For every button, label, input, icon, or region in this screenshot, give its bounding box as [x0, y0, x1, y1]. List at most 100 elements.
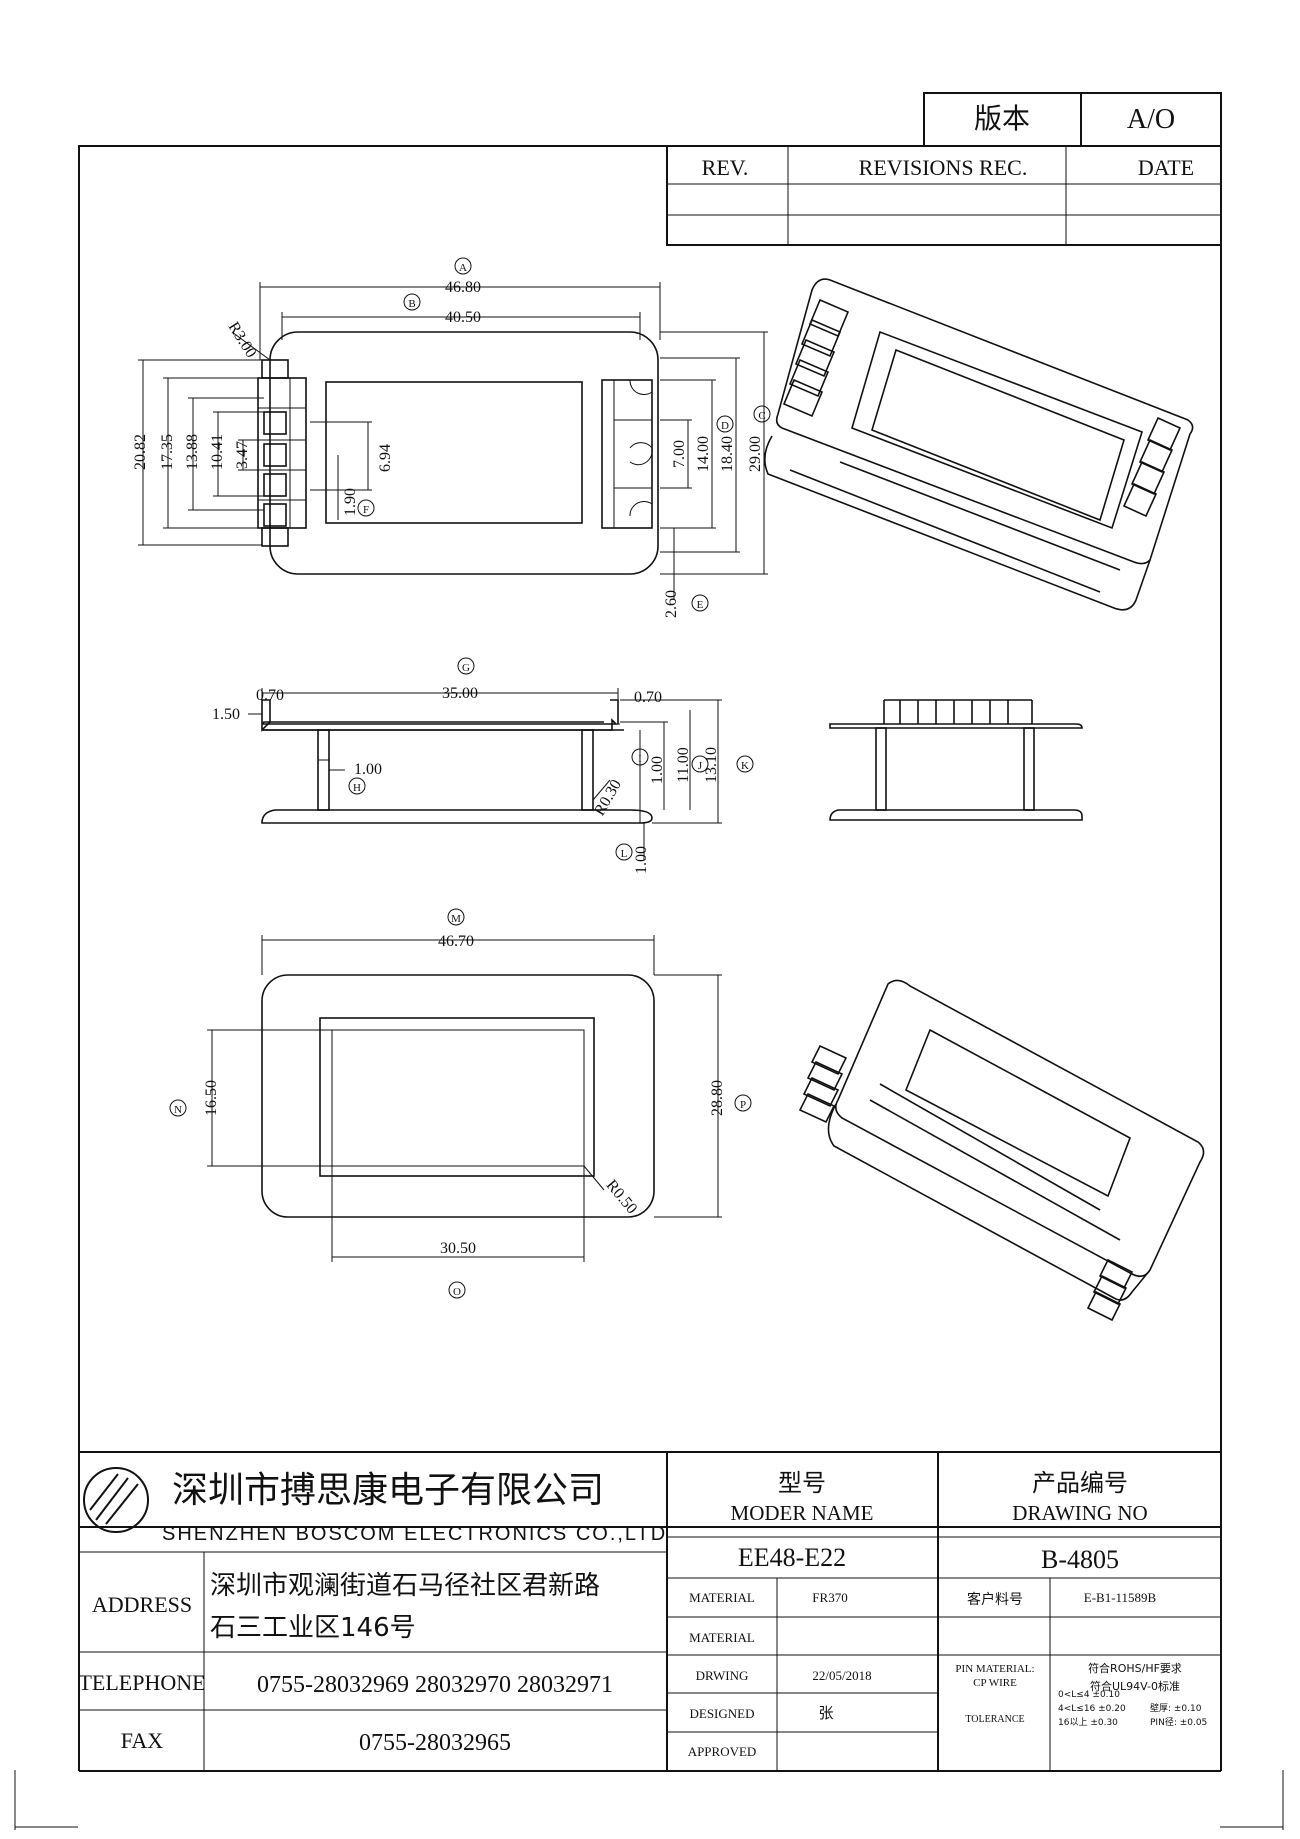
dim-18-40: 18.40 [719, 436, 736, 472]
tolerance-line1: 0<L≤4 ±0.10 [1058, 1690, 1120, 1700]
dim-17-35: 17.35 [159, 434, 176, 470]
dim-1-00-l: 1.00 [633, 846, 650, 874]
svg-text:J: J [698, 760, 703, 772]
svg-text:A: A [459, 262, 467, 274]
svg-text:O: O [453, 1286, 461, 1298]
material-label: MATERIAL [689, 1590, 755, 1605]
svg-text:K: K [741, 760, 749, 772]
dim-0-70-left: 0.70 [256, 687, 284, 704]
fax-value: 0755-28032965 [359, 1730, 511, 1756]
dim-14-00: 14.00 [695, 436, 712, 472]
dim-0-70-right: 0.70 [634, 689, 662, 706]
tolerance-line2: 4<L≤16 ±0.20 [1058, 1704, 1126, 1714]
rev-header: REV. [702, 155, 749, 180]
svg-text:P: P [740, 1099, 746, 1111]
dim-11-00: 11.00 [675, 747, 692, 782]
dim-1-00-h: 1.00 [354, 761, 382, 778]
top-view: 46.80 40.50 R3.00 20.82 17.35 13.88 10.4… [132, 279, 768, 618]
dim-10-41: 10.41 [209, 434, 226, 470]
pin-material: PIN MATERIAL: [955, 1663, 1034, 1675]
dim-46-80: 46.80 [445, 279, 481, 296]
tolerance-line2b: 壁厚: ±0.10 [1150, 1702, 1202, 1714]
tolerance-label: TOLERANCE [965, 1714, 1024, 1725]
address-label: ADDRESS [92, 1592, 192, 1617]
callouts: A B C D E F G H I J K L M N O P [169, 257, 771, 1299]
svg-text:L: L [621, 848, 628, 860]
dim-7-00: 7.00 [671, 440, 688, 468]
corner-marks [14, 1770, 1284, 1830]
rohs-note: 符合ROHS/HF要求 [1088, 1661, 1182, 1675]
svg-text:C: C [758, 410, 765, 422]
revisions-rec-header: REVISIONS REC. [859, 155, 1028, 180]
dim-r0-30: R0.30 [591, 777, 625, 819]
callout-f: F [357, 499, 375, 517]
tolerance-line3b: PIN径: ±0.05 [1150, 1716, 1207, 1728]
callout-p: P [734, 1094, 752, 1112]
top-view-window [325, 381, 583, 524]
dim-1-50: 1.50 [212, 706, 240, 723]
dim-20-82: 20.82 [132, 434, 149, 470]
approved-label: APPROVED [688, 1744, 757, 1759]
top-view-body [269, 331, 659, 575]
callout-c: C [753, 405, 771, 423]
bottom-view: 46.70 16.50 28.80 R0.50 30.50 [203, 933, 726, 1262]
revisions-table: REV. REVISIONS REC. DATE [666, 145, 1222, 246]
dim-1-90: 1.90 [342, 488, 359, 516]
dim-46-70: 46.70 [438, 933, 474, 950]
designed-label: DESIGNED [690, 1706, 755, 1721]
drawing-no-value: B-4805 [1041, 1545, 1119, 1574]
company-name-en: SHENZHEN BOSCOM ELECTRONICS CO.,LTD [162, 1523, 667, 1545]
svg-text:D: D [721, 420, 729, 432]
dim-2-60: 2.60 [663, 590, 680, 618]
dim-r0-50: R0.50 [603, 1177, 641, 1218]
customer-no: E-B1-11589B [1084, 1590, 1157, 1605]
svg-text:H: H [353, 782, 361, 794]
telephone-label: TELEPHONE [78, 1670, 205, 1695]
model-label-en: MODER NAME [731, 1501, 874, 1525]
dim-3-47: 3.47 [234, 441, 251, 469]
drwing-label: DRWING [696, 1668, 749, 1683]
telephone-value: 0755-28032969 28032970 28032971 [257, 1672, 613, 1698]
isometric-view-bottom [798, 979, 1205, 1322]
fax-label: FAX [121, 1728, 163, 1753]
designed-value: 张 [818, 1704, 833, 1722]
model-value: EE48-E22 [738, 1543, 846, 1572]
ul-note: 符合UL94V-0标准 [1090, 1679, 1180, 1693]
dim-16-50: 16.50 [203, 1080, 220, 1116]
callout-e: E [691, 594, 709, 612]
end-view [829, 699, 1083, 821]
dim-35-00: 35.00 [442, 685, 478, 702]
drawing-border [78, 145, 1222, 1528]
model-label-cn: 型号 [778, 1469, 826, 1497]
callout-b: B [403, 293, 421, 311]
version-value: A/O [1127, 104, 1175, 135]
dim-6-94: 6.94 [377, 444, 394, 472]
side-view: 0.70 35.00 0.70 1.50 1.00 R0.30 1.00 11.… [212, 685, 722, 874]
callout-m: M [447, 908, 465, 926]
dim-30-50: 30.50 [440, 1240, 476, 1257]
svg-text:M: M [451, 913, 461, 925]
version-box: 版本 A/O [923, 92, 1222, 147]
dim-13-88: 13.88 [184, 434, 201, 470]
dim-r3-00: R3.00 [225, 319, 260, 361]
dim-1-00-i: 1.00 [649, 756, 666, 784]
svg-text:E: E [697, 599, 704, 611]
dim-28-80: 28.80 [709, 1080, 726, 1116]
drawing-label-cn: 产品编号 [1032, 1469, 1128, 1497]
company-name-cn: 深圳市搏思康电子有限公司 [172, 1470, 604, 1511]
svg-text:G: G [462, 662, 470, 674]
material2-label: MATERIAL [689, 1630, 755, 1645]
customer-label: 客户料号 [967, 1591, 1023, 1608]
svg-text:B: B [408, 298, 415, 310]
address-line2: 石三工业区146号 [210, 1613, 416, 1643]
callout-a: A [454, 257, 472, 275]
callout-l: L [615, 843, 633, 861]
callout-o: O [448, 1281, 466, 1299]
dim-13-10: 13.10 [703, 747, 720, 783]
drwing-date: 22/05/2018 [812, 1668, 871, 1683]
callout-d: D [716, 415, 734, 433]
title-block: 深圳市搏思康电子有限公司 SHENZHEN BOSCOM ELECTRONICS… [78, 1451, 1222, 1772]
callout-h: H [348, 777, 366, 795]
callout-j: J [691, 755, 709, 773]
